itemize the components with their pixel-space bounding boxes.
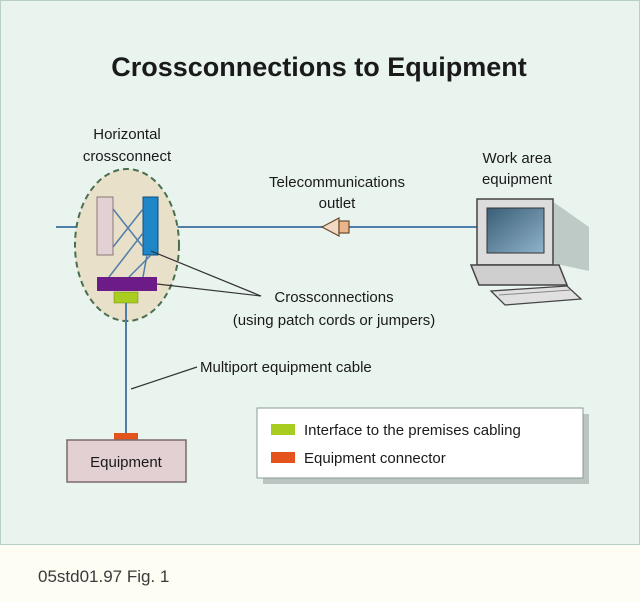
legend-label-connector: Equipment connector [304, 450, 446, 467]
computer-icon [469, 198, 589, 306]
crossconnections-pointer-2 [156, 283, 262, 297]
diagram-canvas: Crossconnections to Equipment Horizontal… [56, 52, 589, 484]
legend-swatch-interface [271, 424, 295, 435]
caption-bar: 05std01.97 Fig. 1 [0, 545, 640, 602]
legend: Interface to the premises cabling Equipm… [256, 407, 589, 484]
pink-termination-block [96, 196, 114, 256]
purple-crossconnect-bar [97, 277, 157, 291]
multiport-cable-label: Multiport equipment cable [200, 359, 372, 376]
blue-termination-block [142, 196, 159, 256]
telecom-outlet-label-line1: Telecommunications [269, 174, 405, 191]
outlet-icon [320, 217, 350, 237]
equipment-box [66, 439, 187, 483]
equipment-label: Equipment [90, 454, 163, 471]
patch-cord-jumpers [108, 208, 152, 278]
legend-label-interface: Interface to the premises cabling [304, 422, 521, 439]
horizontal-crossconnect-label-line2: crossconnect [83, 148, 172, 165]
diagram-panel: Crossconnections to Equipment Horizontal… [0, 0, 640, 545]
figure-caption: 05std01.97 Fig. 1 [38, 567, 170, 586]
crossconnections-label-line2: (using patch cords or jumpers) [233, 312, 436, 329]
telecom-outlet-label-line2: outlet [319, 195, 357, 212]
crossconnections-label-line1: Crossconnections [274, 289, 393, 306]
interface-block [113, 291, 139, 304]
crossconnections-pointer [150, 250, 262, 297]
multiport-cable-pointer [130, 366, 198, 390]
equipment-connector [114, 433, 138, 441]
diagram-title: Crossconnections to Equipment [111, 52, 527, 82]
legend-swatch-connector [271, 452, 295, 463]
work-area-label-line1: Work area [483, 150, 553, 167]
work-area-label-line2: equipment [482, 171, 553, 188]
horizontal-crossconnect-label-line1: Horizontal [93, 126, 161, 143]
